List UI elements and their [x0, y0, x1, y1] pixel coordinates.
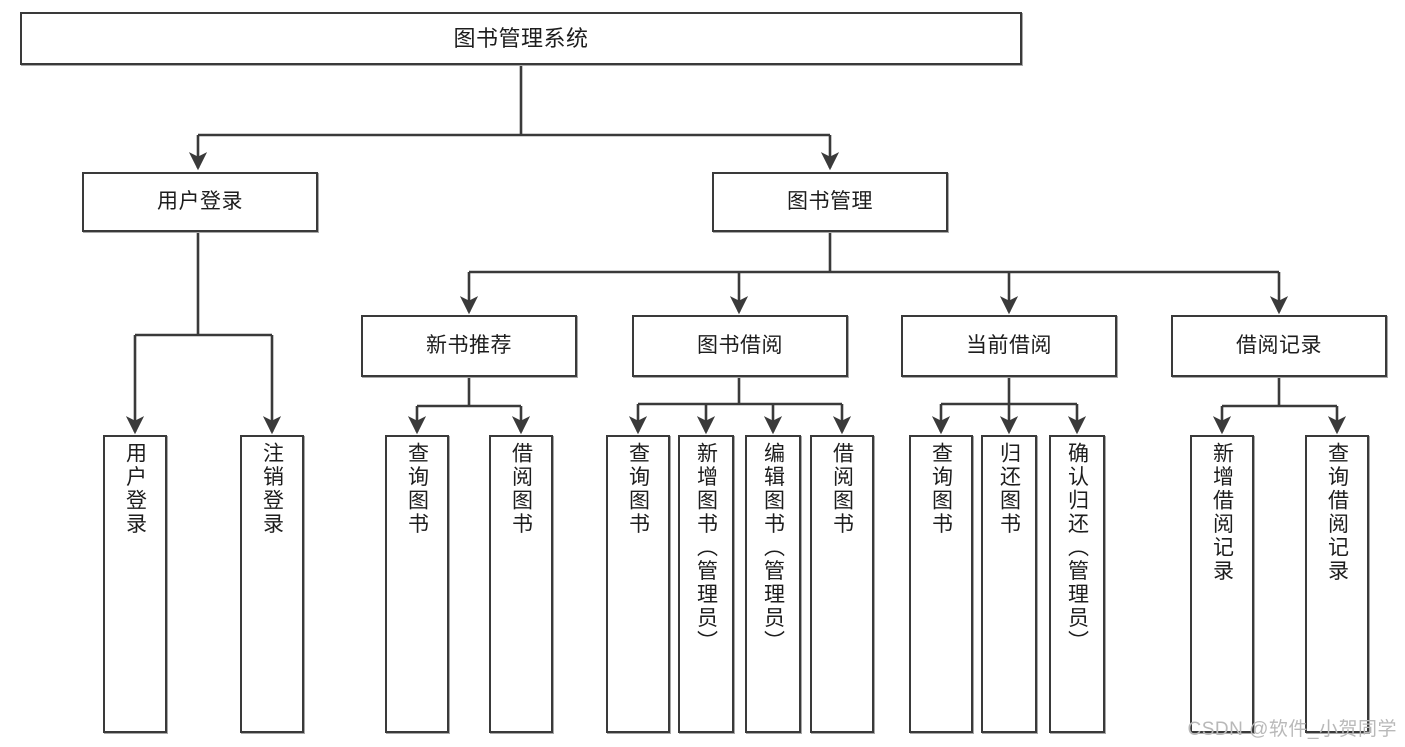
node-label: 查询借阅记录 [1325, 442, 1349, 583]
node-label: 查询图书 [405, 442, 429, 536]
node-label: 图书管理系统 [453, 25, 589, 51]
node-label: 新增借阅记录 [1210, 442, 1234, 583]
leaf-edit-book-admin[interactable]: 编辑图书（管理员） [745, 435, 801, 733]
leaf-query-borrow-record[interactable]: 查询借阅记录 [1305, 435, 1369, 733]
leaf-borrow-book-recommendation[interactable]: 借阅图书 [489, 435, 553, 733]
node-label: 用户登录 [123, 442, 147, 536]
leaf-borrow-book[interactable]: 借阅图书 [810, 435, 874, 733]
node-current-borrow[interactable]: 当前借阅 [901, 315, 1117, 377]
node-label: 新书推荐 [426, 333, 512, 357]
node-label: 图书借阅 [697, 333, 783, 357]
leaf-confirm-return-admin[interactable]: 确认归还（管理员） [1049, 435, 1105, 733]
node-label: 当前借阅 [966, 333, 1052, 357]
node-label: 新增图书（管理员） [694, 442, 718, 654]
node-new-book-recommendation[interactable]: 新书推荐 [361, 315, 577, 377]
leaf-query-book-recommendation[interactable]: 查询图书 [385, 435, 449, 733]
csdn-watermark: CSDN @软件_小贺同学 [1187, 719, 1397, 740]
edge-current-borrow-to-leaves [931, 377, 1087, 435]
leaf-add-book-admin[interactable]: 新增图书（管理员） [678, 435, 734, 733]
node-label: 归还图书 [997, 442, 1021, 536]
node-label: 编辑图书（管理员） [761, 442, 785, 654]
leaf-return-book[interactable]: 归还图书 [981, 435, 1037, 733]
node-label: 图书管理 [787, 189, 873, 213]
node-label: 注销登录 [260, 442, 284, 536]
leaf-user-logout[interactable]: 注销登录 [240, 435, 304, 733]
leaf-add-borrow-record[interactable]: 新增借阅记录 [1190, 435, 1254, 733]
edge-book-borrow-to-leaves [628, 377, 852, 435]
edge-root-to-level1 [188, 65, 840, 171]
leaf-query-book-current[interactable]: 查询图书 [909, 435, 973, 733]
node-book-borrow[interactable]: 图书借阅 [632, 315, 848, 377]
node-root-system[interactable]: 图书管理系统 [20, 12, 1022, 65]
node-label: 查询图书 [929, 442, 953, 536]
node-label: 确认归还（管理员） [1065, 442, 1089, 654]
node-user-login[interactable]: 用户登录 [82, 172, 318, 232]
edge-user-login-to-leaves [125, 232, 282, 435]
node-book-manage[interactable]: 图书管理 [712, 172, 948, 232]
edge-book-manage-to-level2 [459, 232, 1289, 315]
node-label: 借阅记录 [1236, 333, 1322, 357]
leaf-user-login[interactable]: 用户登录 [103, 435, 167, 733]
edge-new-book-rec-to-leaves [407, 377, 531, 435]
node-label: 查询图书 [626, 442, 650, 536]
node-label: 借阅图书 [509, 442, 533, 536]
node-label: 用户登录 [157, 189, 243, 213]
node-borrow-record[interactable]: 借阅记录 [1171, 315, 1387, 377]
edge-borrow-record-to-leaves [1212, 377, 1347, 435]
leaf-query-book-borrow[interactable]: 查询图书 [606, 435, 670, 733]
node-label: 借阅图书 [830, 442, 854, 536]
